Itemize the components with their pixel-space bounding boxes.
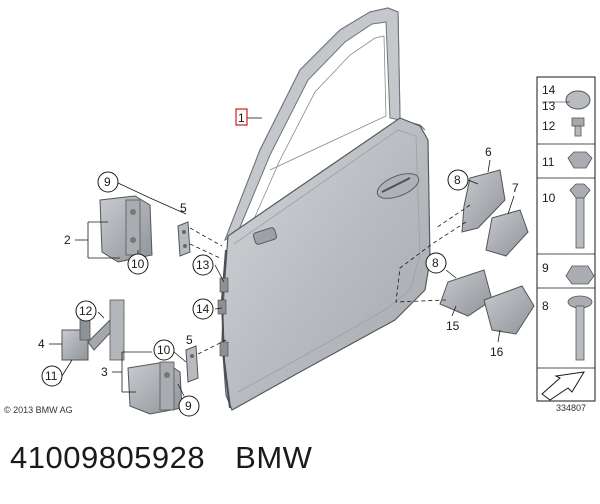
parts-list-num-14: 14 <box>542 83 556 97</box>
parts-list-num-9: 9 <box>542 261 549 275</box>
hinge-upper <box>99 195 153 263</box>
callout-door: 1 <box>238 111 245 125</box>
leader-lines <box>49 117 515 397</box>
parts-list-num-11: 11 <box>542 155 555 169</box>
callout-pad-lower: 15 <box>446 319 460 333</box>
callout-bolt-upper: 9 <box>104 175 111 189</box>
exploded-parts-diagram: 1 9 5 2 10 13 14 12 4 11 3 10 5 9 6 8 7 … <box>38 7 596 417</box>
callout-screw-14: 14 <box>196 302 210 316</box>
parts-list-num-10: 10 <box>542 191 556 205</box>
flange-nut-icon <box>565 265 595 285</box>
door-screws <box>217 277 229 357</box>
callout-nut-check: 12 <box>79 304 93 318</box>
callout-nut-lower: 10 <box>157 343 171 357</box>
callout-door-check: 4 <box>38 337 45 351</box>
part-caption: 41009805928 BMW <box>10 440 312 476</box>
pad-upper <box>461 169 506 233</box>
callout-bracket-upper: 5 <box>180 201 187 215</box>
arrow-icon <box>541 371 585 401</box>
parts-list-num-8: 8 <box>542 299 549 313</box>
callout-pad-lower-small: 16 <box>490 345 504 359</box>
callout-nut-upper: 10 <box>131 257 145 271</box>
parts-list-panel: 14 13 12 11 10 9 8 <box>536 76 596 402</box>
pad-upper-small <box>485 209 529 257</box>
bracket-upper <box>177 221 191 257</box>
callout-hinge-upper: 2 <box>64 233 71 247</box>
callout-hinge-lower: 3 <box>101 365 108 379</box>
callout-buffer-lower: 8 <box>432 256 439 270</box>
hinge-lower <box>127 361 183 415</box>
callout-bolt-lower: 9 <box>185 399 192 413</box>
callout-screw-13: 13 <box>196 258 210 272</box>
cap-icon <box>565 90 591 110</box>
callout-bolt-check: 11 <box>45 369 58 383</box>
diagram-id: 334807 <box>556 403 587 413</box>
bracket-lower <box>185 345 199 383</box>
bolt-icon <box>569 183 591 249</box>
door-check <box>61 299 125 361</box>
callout-pad-upper: 6 <box>485 145 492 159</box>
nut-icon <box>571 117 585 137</box>
brand-name: BMW <box>235 440 313 475</box>
parts-list-num-13: 13 <box>542 99 556 113</box>
part-number: 41009805928 <box>10 440 206 475</box>
screw-icon <box>567 295 593 361</box>
callout-buffer-upper: 8 <box>454 173 461 187</box>
parts-list-num-12: 12 <box>542 119 556 133</box>
callout-labels: 1 9 5 2 10 13 14 12 4 11 3 10 5 9 6 8 7 … <box>38 108 519 417</box>
pad-lower <box>439 269 493 317</box>
door-shell <box>220 7 431 411</box>
copyright-text: © 2013 BMW AG <box>4 405 73 415</box>
pad-lower-small <box>483 285 535 335</box>
hex-nut-icon <box>567 151 593 169</box>
callout-pad-upper-small: 7 <box>512 181 519 195</box>
callout-bracket-lower: 5 <box>186 333 193 347</box>
